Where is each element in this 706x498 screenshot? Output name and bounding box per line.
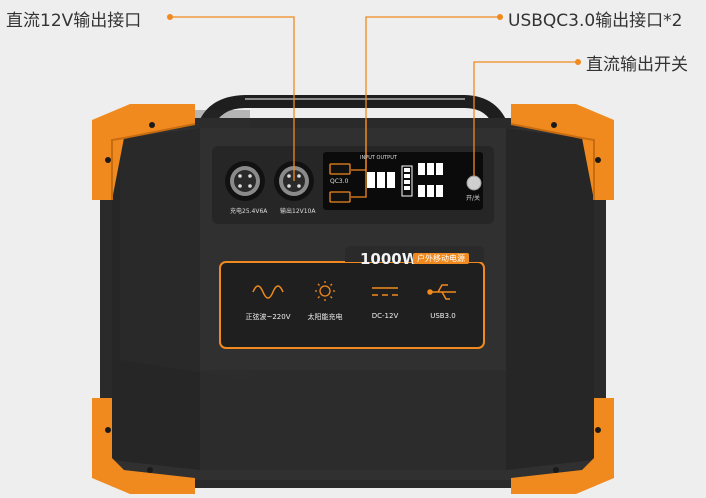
corner-bumper-top-left [92, 104, 196, 200]
callout-dc-switch: 直流输出开关 [586, 55, 688, 75]
qc-label: QC3.0 [330, 178, 349, 185]
power-rating: 1000W [360, 250, 419, 268]
dc-output-switch[interactable] [466, 175, 482, 191]
callout-usbqc-output: USBQC3.0输出接口*2 [508, 11, 683, 31]
feature-label-usb: USB3.0 [430, 312, 456, 320]
callout-lines [170, 16, 578, 198]
input-output-label: INPUT OUTPUT [360, 155, 397, 161]
output-port-label: 输出12V10A [280, 208, 316, 215]
usb-icon [427, 284, 456, 300]
usb-qc-port-1[interactable] [329, 163, 351, 175]
corner-bumper-bottom-left [92, 398, 195, 494]
feature-label-solar: 太阳能充电 [307, 313, 343, 321]
dc-icon [372, 287, 398, 296]
feature-label-dc: DC-12V [371, 312, 399, 320]
dc-input-port [225, 161, 265, 201]
product-subtitle: 户外移动电源 [413, 253, 469, 264]
sine-wave-icon [252, 285, 284, 299]
switch-label: 开/关 [466, 195, 481, 202]
feature-panel [219, 261, 485, 349]
callout-dc12v-output: 直流12V输出接口 [6, 11, 142, 31]
usb-qc-port-2[interactable] [329, 191, 351, 203]
input-port-label: 充电25.4V6A [230, 208, 268, 215]
battery-level-icon [401, 165, 413, 197]
feature-label-sine: 正弦波~220V [245, 313, 291, 321]
handle [196, 95, 510, 130]
corner-bumper-bottom-right [511, 398, 614, 494]
lcd-readout [367, 163, 443, 197]
corner-bumper-top-right [510, 104, 614, 200]
sun-icon [315, 281, 335, 301]
